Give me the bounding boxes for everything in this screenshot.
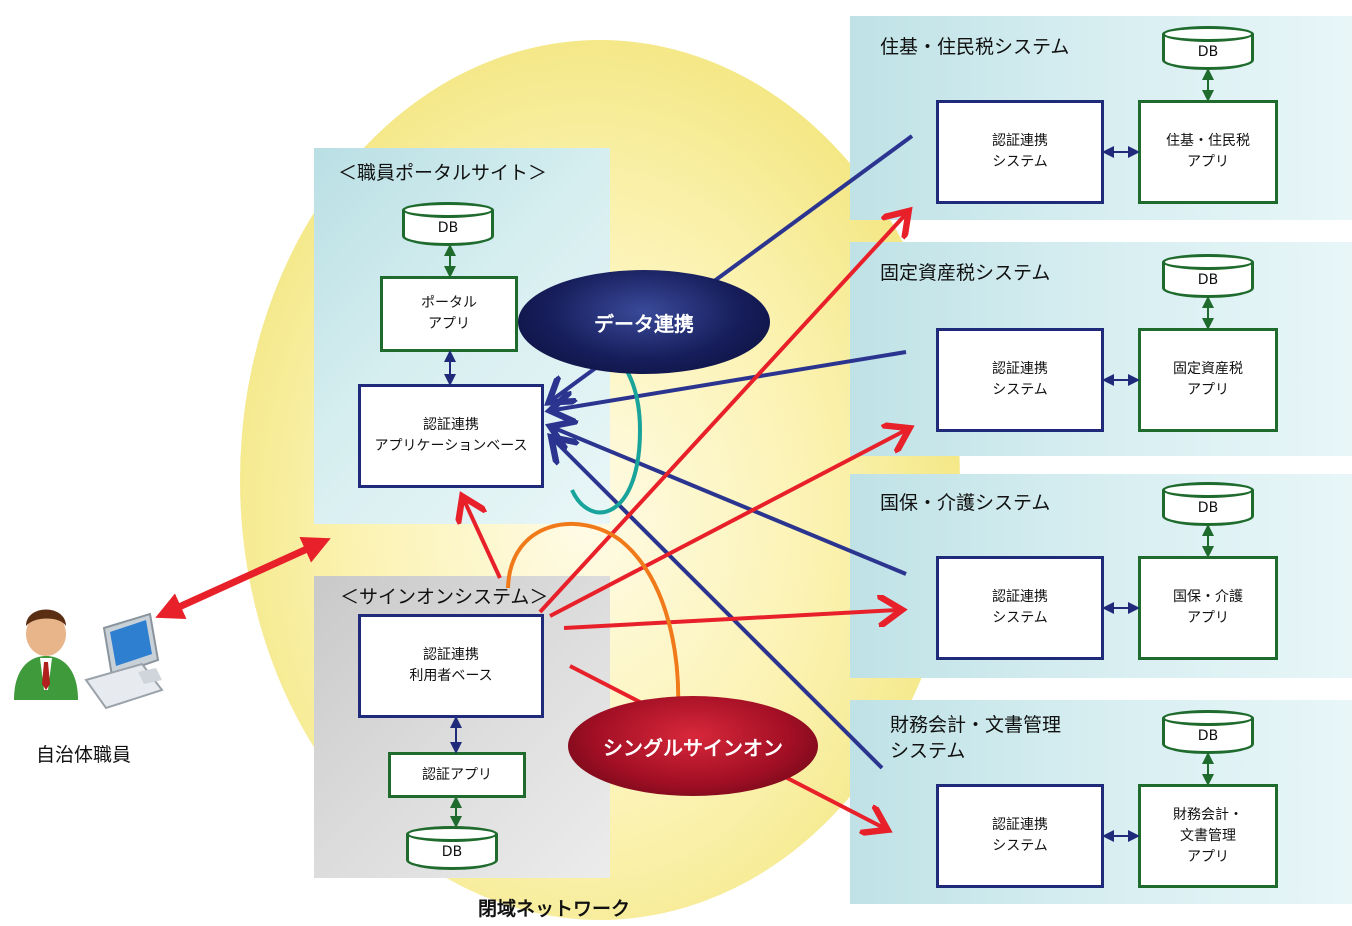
system-title-kotei: 固定資産税システム (880, 262, 1051, 284)
data-link-arrow-kotei (554, 350, 907, 410)
app-box-kokuho: 国保・介護 アプリ (1138, 556, 1278, 660)
signon-db-label: DB (441, 844, 463, 860)
db-zaimu-label: DB (1197, 728, 1219, 744)
closed-network-label: 閉域ネットワーク (478, 898, 631, 920)
data-link-arrow-zaimu (554, 440, 884, 770)
single-signon-oval: シングルサインオン (568, 696, 818, 796)
db-juki-label: DB (1197, 44, 1219, 60)
portal-db: DB (402, 202, 494, 246)
data-link-oval: データ連携 (518, 270, 770, 374)
db-kotei-label: DB (1197, 272, 1219, 288)
sso-arrow-kotei (549, 430, 906, 618)
signon-system-title: ＜サインオンシステム＞ (340, 586, 549, 608)
auth-system-box-zaimu: 認証連携 システム (936, 784, 1104, 888)
single-signon-arc (506, 521, 681, 711)
db-kotei: DB (1162, 254, 1254, 298)
person-icon (14, 609, 78, 700)
auth-user-base-box: 認証連携 利用者ベース (358, 614, 544, 718)
portal-db-label: DB (437, 220, 459, 236)
user-label: 自治体職員 (36, 744, 132, 766)
sso-arrow-juki (538, 214, 906, 614)
sso-arrow-portal (464, 500, 502, 579)
db-zaimu: DB (1162, 710, 1254, 754)
auth-system-box-kokuho: 認証連携 システム (936, 556, 1104, 660)
system-title-kokuho: 国保・介護システム (880, 492, 1051, 514)
app-box-juki: 住基・住民税 アプリ (1138, 100, 1278, 204)
db-kokuho-label: DB (1197, 500, 1219, 516)
db-kokuho: DB (1162, 482, 1254, 526)
system-title-juki: 住基・住民税システム (880, 36, 1070, 58)
system-title-zaimu: 財務会計・文書管理 システム (890, 714, 1062, 762)
portal-site-title: ＜職員ポータルサイト＞ (338, 162, 548, 184)
user-network-arrow (155, 537, 331, 619)
data-link-arrow-kokuho (554, 428, 907, 576)
db-juki: DB (1162, 26, 1254, 70)
computer-icon (84, 612, 164, 710)
sso-arrow-kokuho (563, 610, 898, 630)
